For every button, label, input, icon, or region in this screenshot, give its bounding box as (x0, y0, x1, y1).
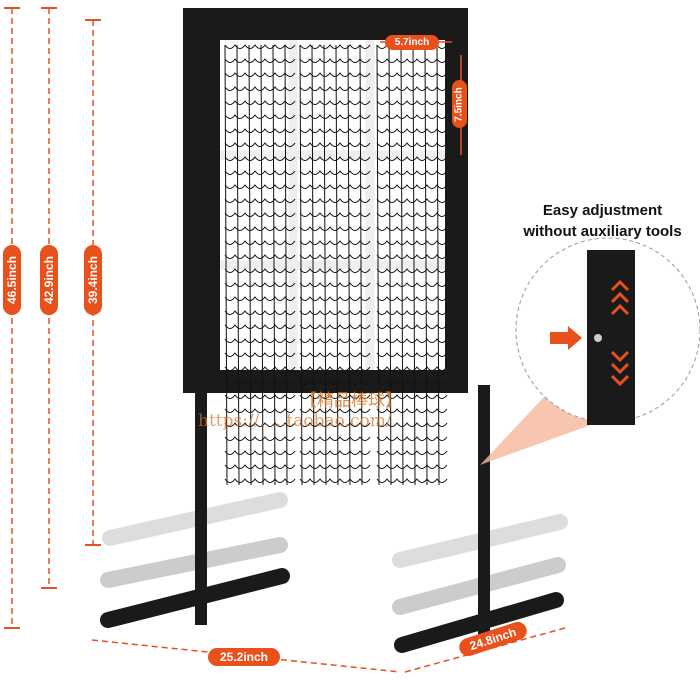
height-dimension-lines (11, 8, 94, 628)
adjustment-callout: Easy adjustment without auxiliary tools (505, 200, 700, 242)
adjust-arrows-icon (610, 279, 630, 387)
overall-height-label: 46.5inch (3, 245, 21, 315)
pocket-width-label: 5.7inch (385, 35, 439, 50)
callout-line-2: without auxiliary tools (523, 223, 682, 240)
watermark-url: https://.....taobao.com/ (198, 411, 392, 431)
frame-top-height-label: 42.9inch (40, 245, 58, 315)
pin-arrow-icon (550, 326, 582, 350)
net-mesh (224, 44, 448, 486)
frame-height-label: 39.4inch (84, 245, 102, 315)
adjustable-base-ghost (100, 492, 568, 615)
pocket-height-label: 7.5inch (452, 80, 467, 128)
strike-zone-straps (220, 40, 445, 370)
base-width-label: 25.2inch (208, 648, 280, 666)
net-opening (220, 40, 445, 370)
callout-line-1: Easy adjustment (542, 202, 663, 219)
watermark-shop: 【精品棒球】 (300, 391, 402, 411)
stand-legs (100, 385, 564, 653)
